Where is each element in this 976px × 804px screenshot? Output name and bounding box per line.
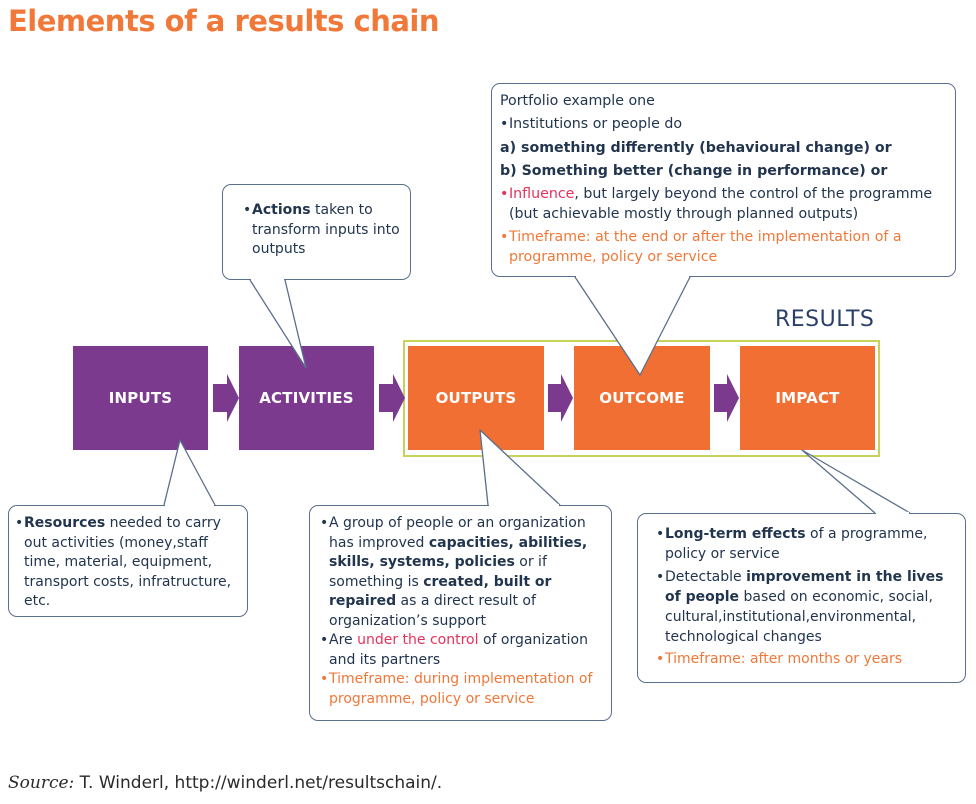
outputs-box: OUTPUTS — [408, 346, 544, 450]
activities-box-label: ACTIVITIES — [259, 389, 354, 407]
outputs-b1-bold2: created, built or repaired — [329, 573, 552, 610]
influence-label: Influence — [509, 186, 575, 203]
impact-b2-text: based on economic, social, cultural,inst… — [665, 589, 933, 645]
source-text: T. Winderl, http://winderl.net/resultsch… — [79, 773, 443, 793]
inputs-box: INPUTS — [73, 346, 208, 450]
impact-box: IMPACT — [740, 346, 875, 450]
impact-b2-bold: improvement in the lives of people — [665, 569, 944, 605]
outcome-heading: Portfolio example one — [500, 93, 655, 109]
outcome-line2: a) something differently (behavioural ch… — [500, 139, 892, 156]
inputs-pointer — [163, 439, 216, 506]
diagram-title: Elements of a results chain — [8, 4, 440, 38]
impact-b1-bold: Long-term effects — [665, 526, 806, 542]
impact-b1-text: of a programme, policy or service — [665, 526, 928, 562]
inputs-box-label: INPUTS — [108, 389, 173, 407]
arrow-outputs-outcome — [548, 374, 573, 422]
influence-text: , but largely beyond the control of the … — [509, 186, 933, 222]
activities-callout: •Actions taken to transform inputs into … — [222, 184, 411, 280]
resources-bold: Resources — [24, 515, 106, 531]
inputs-callout: •Resources needed to carry out activitie… — [8, 505, 248, 617]
arrow-inputs-activities — [213, 374, 239, 422]
actions-bold: Actions — [252, 202, 311, 218]
actions-text: taken to transform inputs into outputs — [252, 202, 400, 257]
outputs-b1-t2: or if something is — [329, 554, 547, 590]
activities-pointer — [249, 279, 307, 369]
arrow-outcome-impact — [714, 374, 739, 422]
outputs-b2-red: under the control — [357, 632, 479, 648]
outputs-b1-t1: A group of people or an organization has… — [329, 515, 586, 551]
outcome-box-label: OUTCOME — [599, 389, 685, 407]
results-label: RESULTS — [775, 307, 875, 332]
source-label: Source: — [8, 773, 75, 793]
outputs-box-label: OUTPUTS — [435, 389, 517, 407]
outputs-b2-t1: Are — [329, 632, 358, 648]
impact-callout: •Long-term effects of a programme, polic… — [637, 513, 966, 683]
outcome-box: OUTCOME — [574, 346, 710, 450]
outcome-line3: b) Something better (change in performan… — [500, 162, 888, 179]
outputs-b1-t3: as a direct result of organization’s sup… — [329, 593, 536, 629]
outputs-b2-t2: of organization and its partners — [329, 632, 588, 668]
source-note: Source: T. Winderl, http://winderl.net/r… — [8, 773, 442, 793]
arrow-activities-outputs — [379, 374, 405, 422]
outcome-timeframe: Timeframe: at the end or after the imple… — [509, 229, 902, 265]
outputs-b1-bold1: capacities, abilities, skills, systems, … — [329, 534, 588, 571]
outputs-callout: •A group of people or an organization ha… — [309, 505, 612, 721]
impact-pointer — [801, 449, 911, 514]
impact-b2-t1: Detectable — [665, 569, 747, 585]
outcome-callout: Portfolio example one •Institutions or p… — [491, 83, 956, 277]
activities-box: ACTIVITIES — [239, 346, 374, 450]
outputs-timeframe: Timeframe: during implementation of prog… — [329, 671, 593, 707]
impact-box-label: IMPACT — [775, 389, 840, 407]
impact-timeframe: Timeframe: after months or years — [665, 651, 902, 667]
outcome-line1: Institutions or people do — [509, 116, 683, 133]
resources-text: needed to carry out activities (money,st… — [24, 515, 232, 609]
outputs-pointer — [479, 429, 561, 506]
outcome-pointer — [574, 276, 691, 376]
